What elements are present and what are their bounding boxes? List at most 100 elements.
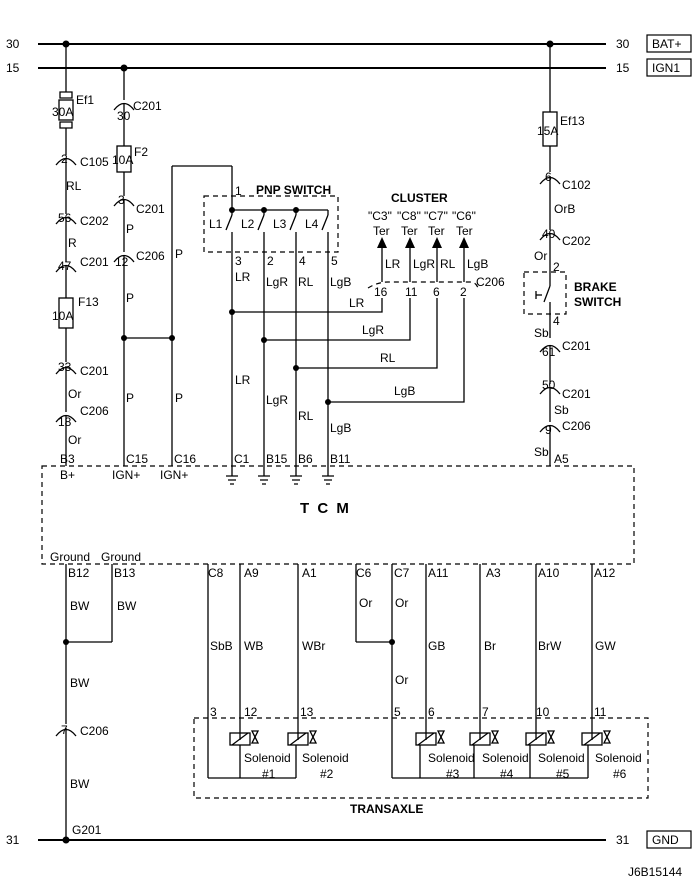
c201a-pin: 47	[58, 259, 72, 273]
tcm-pin-c1: C1	[234, 452, 250, 466]
brake-wire-or: Or	[534, 249, 547, 263]
cluster-wire-4: LgB	[467, 257, 488, 271]
solenoid-6-coil-icon	[581, 732, 603, 746]
pnp-bottom-wire-1: LR	[235, 373, 251, 387]
c201b-name: C201	[80, 364, 109, 378]
fuse-ef1-name: Ef1	[76, 93, 94, 107]
pnp-out-wire-4: LgB	[330, 275, 351, 289]
solenoid-6-num: #6	[613, 767, 627, 781]
brake-c201b-name: C201	[562, 387, 591, 401]
transaxle-pin-3: 3	[210, 705, 217, 719]
wire-or-1: Or	[359, 596, 372, 610]
tcm-pin-b13: B13	[114, 566, 136, 580]
ign-c201-mid-pin: 3	[118, 193, 125, 207]
ground-wiring: BW BW BW 7 C206 BW G201	[55, 564, 137, 844]
fuse-ef1-top	[59, 91, 73, 99]
cluster-wire-2: LgR	[413, 257, 435, 271]
tcm-ground-label-1: Ground	[50, 550, 90, 564]
pnp-out-pin-3: 4	[299, 254, 306, 268]
tcm-pin-a10: A10	[538, 566, 560, 580]
pnp-switch: PNP SWITCH 1 L1 L2 L3 L4 3 2 4 5 LR LgR …	[203, 183, 351, 466]
ign-c201-top-name: C201	[133, 99, 162, 113]
c201a-name: C201	[80, 255, 109, 269]
solenoid-5-name: Solenoid	[538, 751, 585, 765]
transaxle-pin-10: 10	[536, 705, 550, 719]
tcm-pin-b11: B11	[330, 452, 351, 466]
pnp-out-pin-1: 3	[235, 254, 242, 268]
brake-c201b-pin: 50	[542, 378, 556, 392]
ign-feed-column: 30 C201 F2 10A 3 C201 P 12 C206 P P P P	[112, 64, 233, 466]
tcm-pin-b15: B15	[266, 452, 288, 466]
rail-gnd-tag: GND	[652, 833, 679, 847]
ign-wire-p5: P	[175, 391, 183, 405]
ground-c206-name: C206	[80, 724, 109, 738]
solenoid-2-diode-icon	[308, 730, 318, 744]
tcm-pin-a1: A1	[302, 566, 317, 580]
solenoid-2-name: Solenoid	[302, 751, 349, 765]
cluster-connector-c206-icon	[367, 281, 479, 289]
tcm-pin-a5: A5	[554, 452, 569, 466]
cluster: CLUSTER "C3" "C8" "C7" "C6" Ter Ter Ter …	[232, 191, 505, 403]
solenoid-2-coil-icon	[287, 732, 309, 746]
transaxle-title: TRANSAXLE	[350, 802, 423, 816]
pnp-contact-l4-icon	[321, 214, 329, 231]
cluster-arrow-icon-1	[377, 237, 387, 248]
c201b-pin: 33	[58, 360, 72, 374]
connector-c201-right-a-icon	[539, 344, 561, 353]
pnp-out-wire-2: LgR	[266, 275, 288, 289]
fuse-f2-name: F2	[134, 145, 148, 159]
brake-c206-name: C206	[562, 419, 591, 433]
pnp-bottom-wire-2: LgR	[266, 393, 288, 407]
transaxle: TRANSAXLE 3 12 13 5 6 7 10 11 Solenoid #…	[193, 705, 649, 816]
pnp-contact-l1-icon	[225, 214, 233, 231]
rail-bat-left-number: 30	[6, 37, 20, 51]
rail-ign-left-number: 15	[6, 61, 20, 75]
c202-pin: 56	[58, 211, 72, 225]
cluster-wire-3: RL	[440, 257, 456, 271]
connector-c201-top-icon	[113, 102, 135, 111]
fuse-ef1-rating: 30A	[52, 105, 73, 119]
ign-wire-p3: P	[126, 391, 134, 405]
pnp-bottom-wire-4: LgB	[330, 421, 351, 435]
connector-c202-icon	[55, 216, 77, 225]
cluster-label-c7: "C7"	[424, 209, 448, 223]
c202-name: C202	[80, 214, 109, 228]
wire-brw: BrW	[538, 639, 562, 653]
connector-c201-right-b-icon	[539, 386, 561, 395]
tcm-ground-icons	[226, 466, 334, 485]
wire-or2-label: Or	[68, 433, 81, 447]
solenoid-3: Solenoid #3	[415, 730, 475, 781]
solenoid-1-num: #1	[262, 767, 276, 781]
solenoid-6-diode-icon	[602, 730, 612, 744]
wire-r-label: R	[68, 236, 77, 250]
wire-or-2: Or	[395, 596, 408, 610]
transaxle-pin-13: 13	[300, 705, 314, 719]
cluster-title: CLUSTER	[391, 191, 448, 205]
wire-rl-label: RL	[66, 179, 82, 193]
pnp-out-wire-1: LR	[235, 270, 251, 284]
cluster-connector-name: C206	[476, 275, 505, 289]
cluster-feed-wire-3: RL	[380, 351, 396, 365]
solenoid-6-name: Solenoid	[595, 751, 642, 765]
brake-pin-top: 2	[553, 260, 560, 274]
solenoid-wiring: SbB WB WBr Or Or Or GB Br BrW GW	[207, 564, 616, 778]
tcm-pin-a11: A11	[428, 566, 449, 580]
solenoid-5-coil-icon	[525, 732, 547, 746]
cluster-arrow-icon-4	[459, 237, 469, 248]
tcm-pin-a9: A9	[244, 566, 259, 580]
solenoid-2-num: #2	[320, 767, 334, 781]
wire-bw-3: BW	[70, 676, 90, 690]
solenoid-3-diode-icon	[436, 730, 446, 744]
cluster-pin-16: 16	[374, 285, 388, 299]
fuse-ef1-icon	[58, 99, 74, 121]
tcm-pin-a12: A12	[594, 566, 616, 580]
tcm-pin-c16: C16	[174, 452, 196, 466]
tcm-module: T C M B3 B+ C15 IGN+ C16 IGN+ C1 B15 B6 …	[41, 452, 635, 580]
fuse-f13-rating: 10A	[52, 309, 73, 323]
tcm-ground-label-2: Ground	[101, 550, 141, 564]
brake-wire-orb: OrB	[554, 202, 575, 216]
rail-ign-right-number: 15	[616, 61, 630, 75]
brake-c202-name: C202	[562, 234, 591, 248]
brake-switch-title2: SWITCH	[574, 295, 621, 309]
cluster-ter-3: Ter	[428, 224, 445, 238]
